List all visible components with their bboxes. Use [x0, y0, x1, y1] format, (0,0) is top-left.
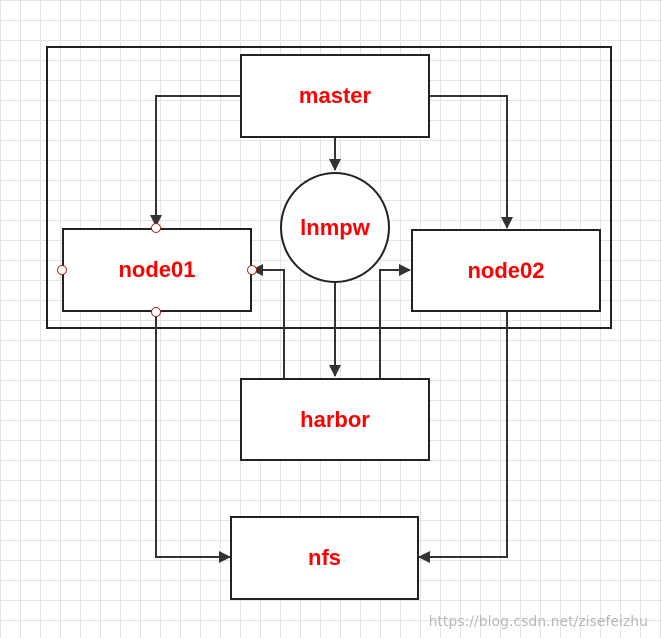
edge-node02-nfs [418, 312, 508, 563]
cluster-frame [46, 46, 612, 329]
node02-label: node02 [467, 257, 545, 283]
node01-handle-bottom[interactable] [151, 307, 161, 317]
harbor-label: harbor [300, 406, 370, 432]
node01-handle-right[interactable] [247, 265, 257, 275]
node01-label: node01 [118, 257, 196, 282]
nfs-label: nfs [308, 545, 341, 570]
edge-master-node02 [430, 95, 513, 229]
master-node: master [240, 54, 430, 138]
edge-harbor-node02 [379, 264, 411, 378]
lnmpw-label: lnmpw [300, 214, 370, 240]
node01-handle-top[interactable] [151, 223, 161, 233]
harbor-node: harbor [240, 378, 430, 461]
lnmpw-node: lnmpw [280, 172, 390, 283]
nfs-node: nfs [230, 516, 419, 600]
edge-master-node01 [150, 95, 240, 227]
watermark: https://blog.csdn.net/zisefeizhu [428, 614, 648, 630]
node01-handle-left[interactable] [57, 265, 67, 275]
node01-node: node01 [62, 228, 252, 312]
master-label: master [298, 83, 372, 108]
edge-harbor-node01 [251, 264, 285, 378]
edge-node01-nfs [155, 312, 231, 563]
node02-node: node02 [411, 229, 601, 312]
